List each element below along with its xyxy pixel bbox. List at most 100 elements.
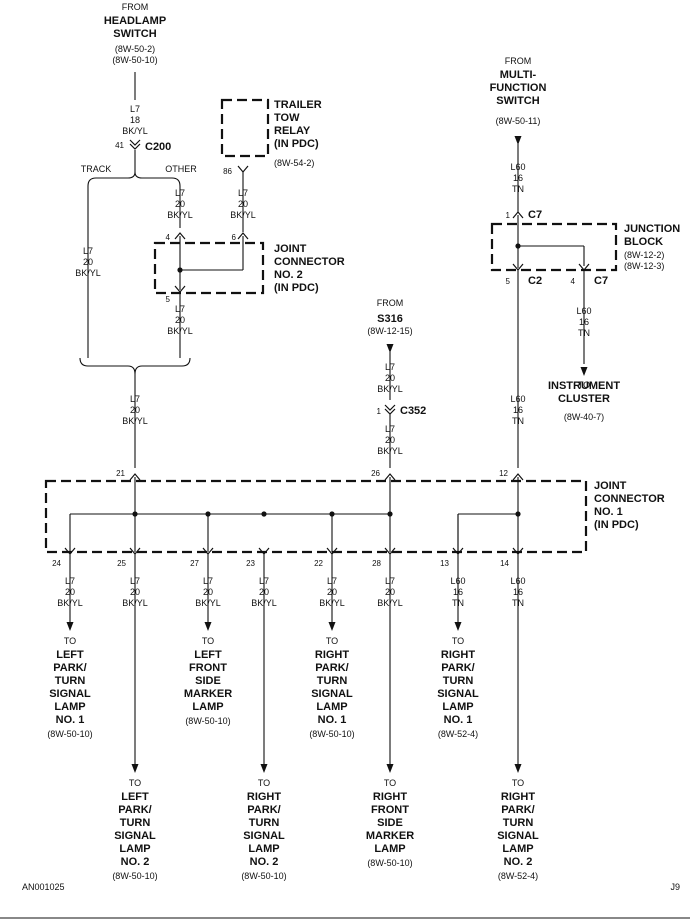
- destination-to: TO: [202, 636, 214, 646]
- wire-code: TN: [578, 328, 590, 338]
- jc1-name: JOINT: [594, 480, 627, 492]
- pin-number: 27: [190, 559, 199, 568]
- mfs-ref: (8W-50-11): [496, 116, 541, 126]
- destination-name: FRONT: [371, 804, 409, 816]
- wire-code: L7: [65, 576, 75, 586]
- pin-number: 41: [115, 141, 124, 150]
- pin-number: 23: [246, 559, 255, 568]
- source-ref: (8W-50-2): [115, 44, 155, 54]
- junction-block-ref: (8W-12-2): [624, 250, 664, 260]
- arrow-down: [66, 622, 74, 631]
- destination-name: PARK/: [315, 662, 348, 674]
- wire-code: BK/YL: [122, 598, 148, 608]
- destination-name: LAMP: [316, 701, 347, 713]
- jc1-name: (IN PDC): [594, 519, 639, 531]
- wire-code: L7: [385, 362, 395, 372]
- destination-name: RIGHT: [373, 791, 408, 803]
- wire-code: BK/YL: [251, 598, 277, 608]
- mfs-name: MULTI-: [500, 69, 537, 81]
- wire-code: TN: [512, 184, 524, 194]
- wire-code: L7: [130, 394, 140, 404]
- jc2-name: NO. 2: [274, 269, 303, 281]
- destination-name: TURN: [317, 675, 348, 687]
- destination-name: RIGHT: [441, 649, 476, 661]
- wire-code: L7: [175, 304, 185, 314]
- jc1-name: NO. 1: [594, 506, 623, 518]
- wire-code: BK/YL: [57, 598, 83, 608]
- destination-name: PARK/: [118, 804, 151, 816]
- destination-name: SIGNAL: [497, 830, 539, 842]
- harness-merge: [79, 357, 191, 375]
- jc1-name: CONNECTOR: [594, 493, 665, 505]
- wire-code: 20: [83, 257, 93, 267]
- wire-code: 16: [579, 317, 589, 327]
- wire-code: L7: [203, 576, 213, 586]
- branch-label: TRACK: [81, 164, 112, 174]
- connector-fork: [237, 232, 249, 240]
- destination-ref: (8W-50-10): [112, 871, 157, 881]
- source-arrow: [386, 344, 394, 353]
- connector-fork: [129, 473, 141, 481]
- connector-fork: [237, 165, 249, 173]
- wire-code: TN: [512, 598, 524, 608]
- relay-name: TRAILER: [274, 99, 322, 111]
- trailer-relay-box: [220, 98, 270, 158]
- jc2-name: JOINT: [274, 243, 307, 255]
- connector-fork: [512, 211, 524, 219]
- source-name: SWITCH: [113, 28, 156, 40]
- destination-ref: (8W-50-10): [47, 729, 92, 739]
- destination-name: PARK/: [53, 662, 86, 674]
- destination-name: LAMP: [374, 843, 405, 855]
- junction-block-box: [490, 222, 618, 272]
- junction-block-name: JUNCTION: [624, 223, 680, 235]
- destination-name: PARK/: [501, 804, 534, 816]
- destination-name: NO. 1: [56, 714, 85, 726]
- arrow-down: [514, 764, 522, 773]
- wire-code: BK/YL: [230, 210, 256, 220]
- relay-name: (IN PDC): [274, 138, 319, 150]
- junction-block-name: BLOCK: [624, 236, 663, 248]
- wire-code: BK/YL: [377, 384, 403, 394]
- destination-name: RIGHT: [247, 791, 282, 803]
- wire-code: L60: [510, 394, 525, 404]
- destination-to: TO: [452, 636, 464, 646]
- wire-code: BK/YL: [377, 598, 403, 608]
- wire-code: 20: [175, 315, 185, 325]
- jc2-name: (IN PDC): [274, 282, 319, 294]
- destination-name: TURN: [503, 817, 534, 829]
- pin-number: 5: [166, 295, 171, 304]
- destination-name: RIGHT: [501, 791, 536, 803]
- wire-code: 20: [65, 587, 75, 597]
- destination-name: LAMP: [502, 843, 533, 855]
- destination-name: MARKER: [184, 688, 232, 700]
- branch-label: OTHER: [165, 164, 197, 174]
- mfs-from: FROM: [505, 56, 532, 66]
- pin-number: 14: [500, 559, 509, 568]
- destination-name: LAMP: [119, 843, 150, 855]
- destination-name: LEFT: [194, 649, 222, 661]
- connector-fork: [512, 473, 524, 481]
- arrow-down: [328, 622, 336, 631]
- splice-dot: [387, 511, 393, 517]
- wire-code: L7: [385, 424, 395, 434]
- destination-name: LAMP: [192, 701, 223, 713]
- destination-name: SIGNAL: [311, 688, 353, 700]
- wire-code: L7: [175, 188, 185, 198]
- destination-name: NO. 2: [250, 856, 279, 868]
- wire-code: L7: [327, 576, 337, 586]
- destination-name: LEFT: [56, 649, 84, 661]
- jc2-name: CONNECTOR: [274, 256, 345, 268]
- connector-fork: [174, 232, 186, 240]
- wire-code: 16: [513, 587, 523, 597]
- wire-code: L60: [576, 306, 591, 316]
- destination-name: LAMP: [54, 701, 85, 713]
- wire-code: L60: [450, 576, 465, 586]
- source-name: HEADLAMP: [104, 15, 166, 27]
- joint-connector-1-box: [44, 479, 588, 554]
- destination-name: LEFT: [121, 791, 149, 803]
- destination-name: SIDE: [195, 675, 221, 687]
- connector-id: C7: [594, 275, 608, 287]
- splice-dot: [515, 511, 521, 517]
- wire-code: 16: [513, 173, 523, 183]
- cluster-name: INSTRUMENT: [548, 380, 620, 392]
